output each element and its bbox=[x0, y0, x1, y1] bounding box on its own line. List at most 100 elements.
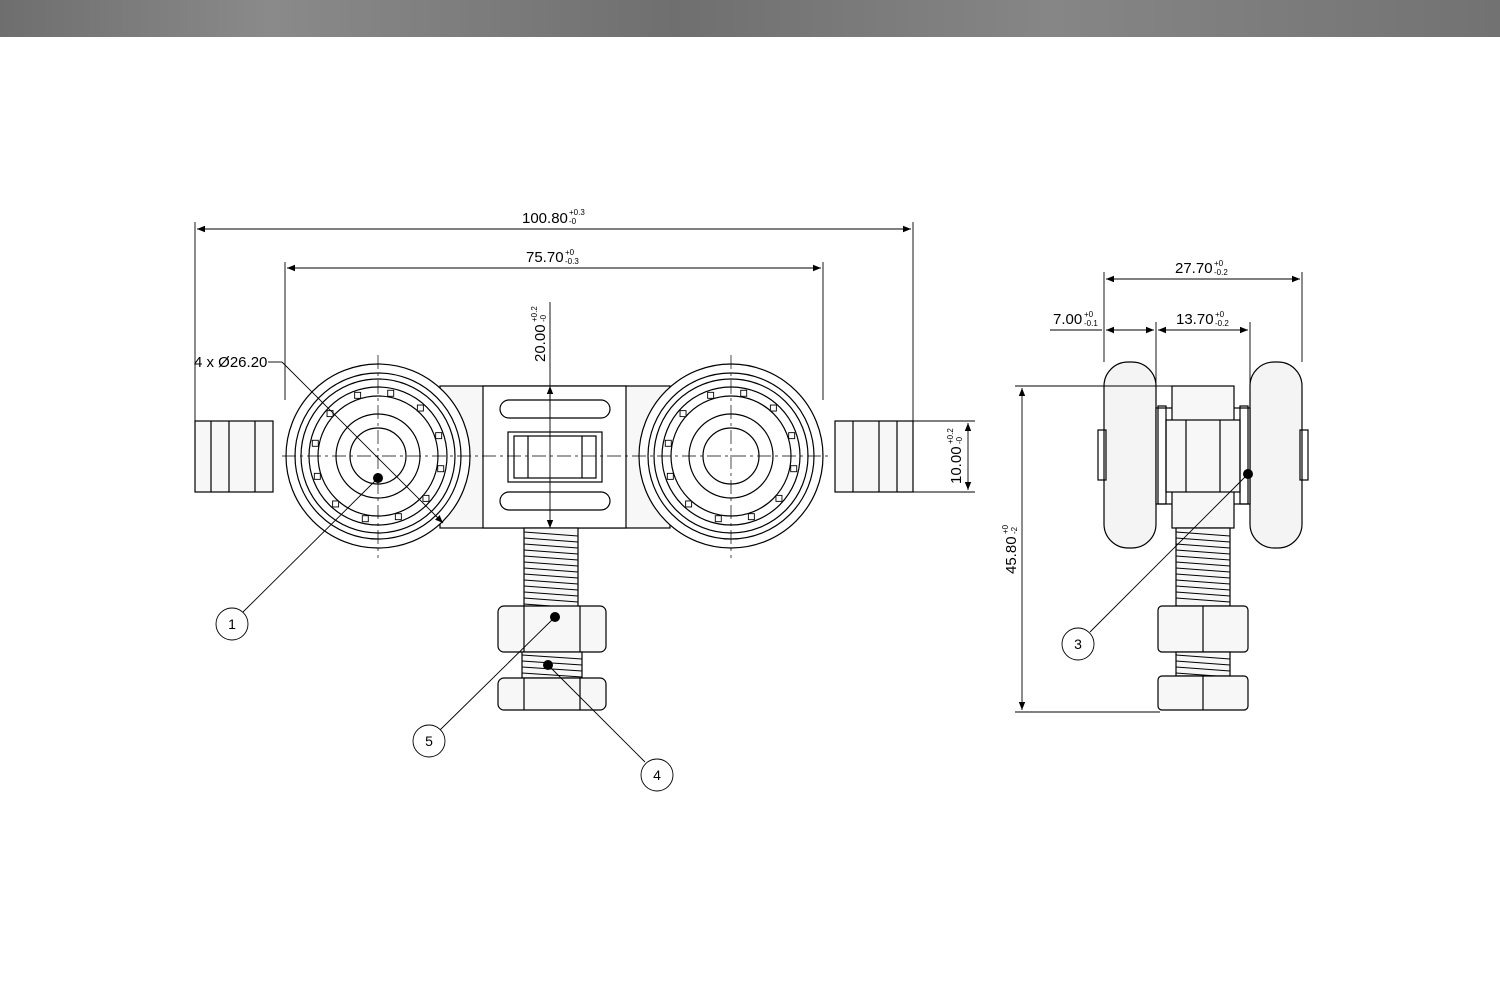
thread-line bbox=[1175, 561, 1231, 567]
svg-text:-0: -0 bbox=[569, 217, 577, 226]
svg-text:-0.2: -0.2 bbox=[1214, 268, 1228, 277]
side-dimensions bbox=[1015, 272, 1303, 713]
svg-text:+0: +0 bbox=[1001, 524, 1010, 534]
lower-nut bbox=[497, 677, 607, 711]
front-centerlines bbox=[282, 355, 828, 558]
bearing-tab bbox=[664, 439, 672, 447]
thread-line bbox=[1175, 549, 1231, 555]
thread-line bbox=[523, 585, 579, 591]
callout-leaders bbox=[242, 473, 1249, 763]
svg-text:4: 4 bbox=[653, 767, 661, 783]
svg-text:+0: +0 bbox=[1084, 310, 1094, 319]
svg-text:1: 1 bbox=[228, 616, 236, 632]
svg-text:+0.2: +0.2 bbox=[946, 428, 955, 444]
thread-line bbox=[523, 543, 579, 549]
svg-text:-0.2: -0.2 bbox=[1215, 319, 1229, 328]
thread-line bbox=[1175, 654, 1231, 660]
svg-text:5: 5 bbox=[425, 733, 433, 749]
body-bracket bbox=[439, 385, 671, 529]
side-stud bbox=[1175, 527, 1231, 607]
threaded-stud bbox=[523, 527, 579, 611]
dim-wheel-diameter: 4 x Ø26.20 bbox=[194, 354, 267, 371]
thread-line bbox=[1175, 660, 1231, 666]
bearing-tab bbox=[437, 465, 445, 473]
right-axle-stub bbox=[834, 420, 914, 493]
svg-text:10.00: 10.00 bbox=[948, 446, 965, 484]
bearing-tab bbox=[387, 389, 395, 397]
thread-line bbox=[1175, 543, 1231, 549]
thread-line bbox=[1175, 591, 1231, 597]
svg-text:-0: -0 bbox=[539, 314, 548, 322]
svg-text:3: 3 bbox=[1074, 636, 1082, 652]
thread-line bbox=[523, 555, 579, 561]
dim-inner-width: 13.70 +0 -0.2 bbox=[1176, 310, 1229, 328]
bearing-tab bbox=[313, 472, 321, 480]
thread-line bbox=[1175, 537, 1231, 543]
thread-line bbox=[1175, 666, 1231, 672]
svg-text:+0.3: +0.3 bbox=[569, 208, 585, 217]
callout-3: 3 bbox=[1061, 627, 1095, 661]
front-view bbox=[194, 363, 914, 711]
side-upper-nut bbox=[1157, 605, 1249, 678]
side-lower-nut bbox=[1157, 675, 1249, 711]
svg-text:13.70: 13.70 bbox=[1176, 311, 1214, 328]
svg-text:27.70: 27.70 bbox=[1175, 260, 1213, 277]
thread-line bbox=[1175, 597, 1231, 603]
thread-line bbox=[523, 537, 579, 543]
bearing-tab bbox=[714, 515, 722, 523]
bearing-tab bbox=[666, 472, 674, 480]
thread-line bbox=[523, 531, 579, 537]
bearing-tab bbox=[747, 513, 755, 521]
thread-line bbox=[521, 672, 583, 678]
svg-text:75.70: 75.70 bbox=[526, 249, 564, 266]
svg-text:+0: +0 bbox=[565, 248, 575, 257]
svg-text:-0.1: -0.1 bbox=[1084, 319, 1098, 328]
thread-line bbox=[523, 597, 579, 603]
svg-text:+0: +0 bbox=[1214, 259, 1224, 268]
dim-side-width: 27.70 +0 -0.2 bbox=[1175, 259, 1228, 277]
svg-text:7.00: 7.00 bbox=[1053, 311, 1082, 328]
dim-overall-width: 100.80 +0.3 -0 bbox=[522, 208, 585, 227]
thread-line bbox=[521, 654, 583, 660]
svg-text:-0.3: -0.3 bbox=[565, 257, 579, 266]
thread-line bbox=[1175, 573, 1231, 579]
thread-line bbox=[523, 561, 579, 567]
bearing-tab bbox=[354, 391, 362, 399]
thread-line bbox=[1175, 585, 1231, 591]
thread-line bbox=[1175, 555, 1231, 561]
bearing-tab bbox=[769, 404, 777, 412]
front-dimensions bbox=[194, 222, 975, 528]
svg-text:+0.2: +0.2 bbox=[530, 306, 539, 322]
svg-text:-2: -2 bbox=[1010, 526, 1019, 534]
svg-text:-0: -0 bbox=[955, 436, 964, 444]
side-body bbox=[1155, 385, 1251, 529]
bearing-tab bbox=[332, 500, 340, 508]
callout-4: 4 bbox=[640, 758, 674, 792]
thread-line bbox=[523, 591, 579, 597]
bearing-tab bbox=[790, 465, 798, 473]
dim-stud-height: 20.00 +0.2 -0 bbox=[530, 306, 549, 362]
bearing-tab bbox=[394, 513, 402, 521]
bearing-tab bbox=[707, 391, 715, 399]
dim-wheel-width: 7.00 +0 -0.1 bbox=[1053, 310, 1098, 328]
callout-5: 5 bbox=[412, 724, 446, 758]
bearing-tab bbox=[422, 494, 430, 502]
thread-line bbox=[523, 579, 579, 585]
dim-body-height: 10.00 +0.2 -0 bbox=[946, 428, 965, 484]
bearing-tab bbox=[311, 439, 319, 447]
dim-total-height: 45.80 +0 -2 bbox=[1001, 524, 1020, 574]
side-left-wheel bbox=[1097, 361, 1157, 549]
svg-text:45.80: 45.80 bbox=[1003, 536, 1020, 574]
bearing-tab bbox=[740, 389, 748, 397]
top-banner bbox=[0, 0, 1500, 37]
bearing-tab bbox=[361, 515, 369, 523]
thread-line bbox=[1175, 531, 1231, 537]
thread-line bbox=[523, 573, 579, 579]
thread-line bbox=[1175, 567, 1231, 573]
bearing-tab bbox=[435, 432, 443, 440]
side-view bbox=[1097, 361, 1309, 711]
bearing-tab bbox=[775, 494, 783, 502]
side-right-wheel bbox=[1249, 361, 1309, 549]
callout-1: 1 bbox=[215, 607, 249, 641]
left-axle-stub bbox=[194, 420, 274, 493]
